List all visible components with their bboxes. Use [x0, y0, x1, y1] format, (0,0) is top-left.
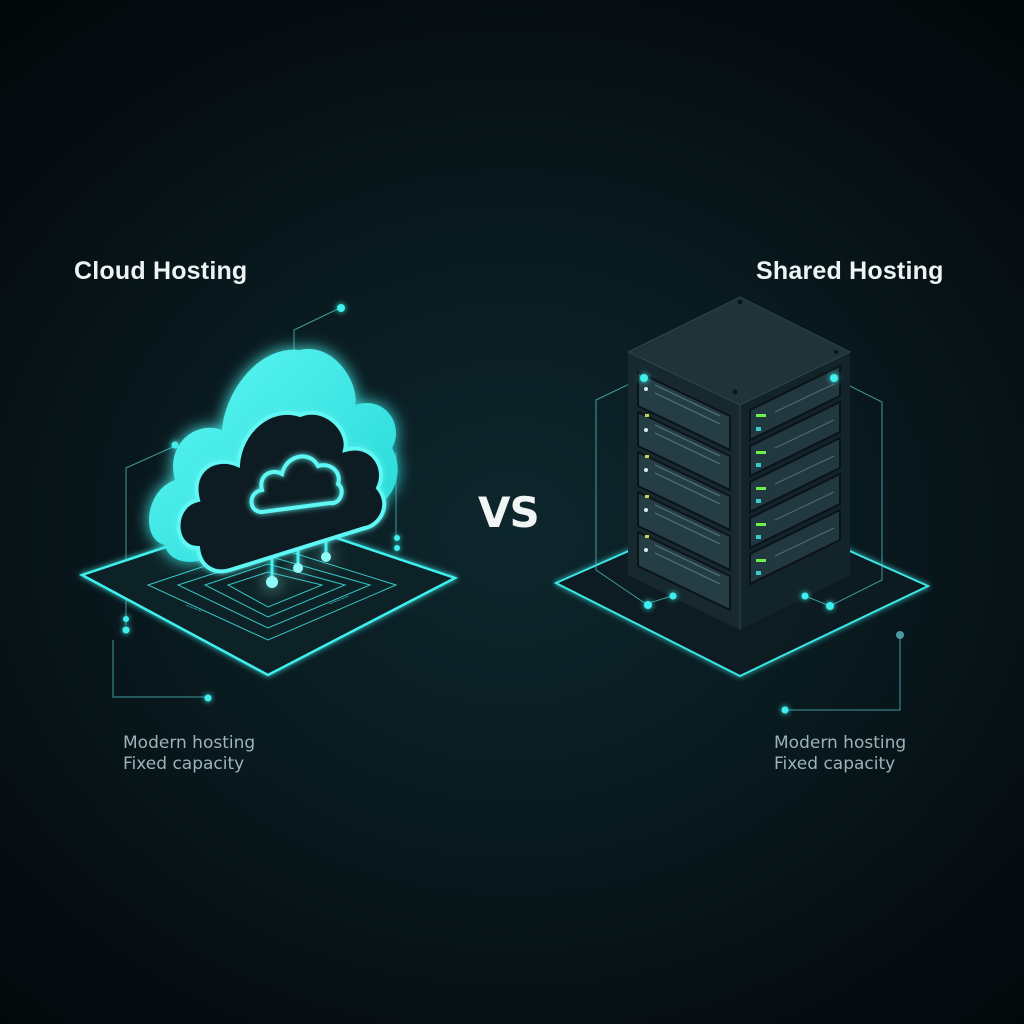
- caption-line-1: Modern hosting: [123, 733, 256, 753]
- server-rack-illustration: [553, 296, 931, 714]
- shared-hosting-caption: Modern hosting Fixed capacity: [774, 733, 906, 775]
- server-units-left: [637, 370, 731, 612]
- cloud-inner-icon: [249, 454, 344, 515]
- shared-hosting-title: Shared Hosting: [756, 257, 944, 285]
- caption-line-1: Modern hosting: [774, 733, 907, 753]
- cloud-illustration: ~~~~ ~~~~~: [78, 304, 459, 702]
- cloud-hosting-title: Cloud Hosting: [74, 257, 248, 285]
- server-units-right: [749, 364, 841, 586]
- caption-line-2: Fixed capacity: [123, 754, 245, 774]
- caption-line-2: Fixed capacity: [774, 754, 896, 774]
- vs-label: VS: [478, 488, 540, 537]
- cloud-hosting-caption: Modern hosting Fixed capacity: [123, 733, 255, 775]
